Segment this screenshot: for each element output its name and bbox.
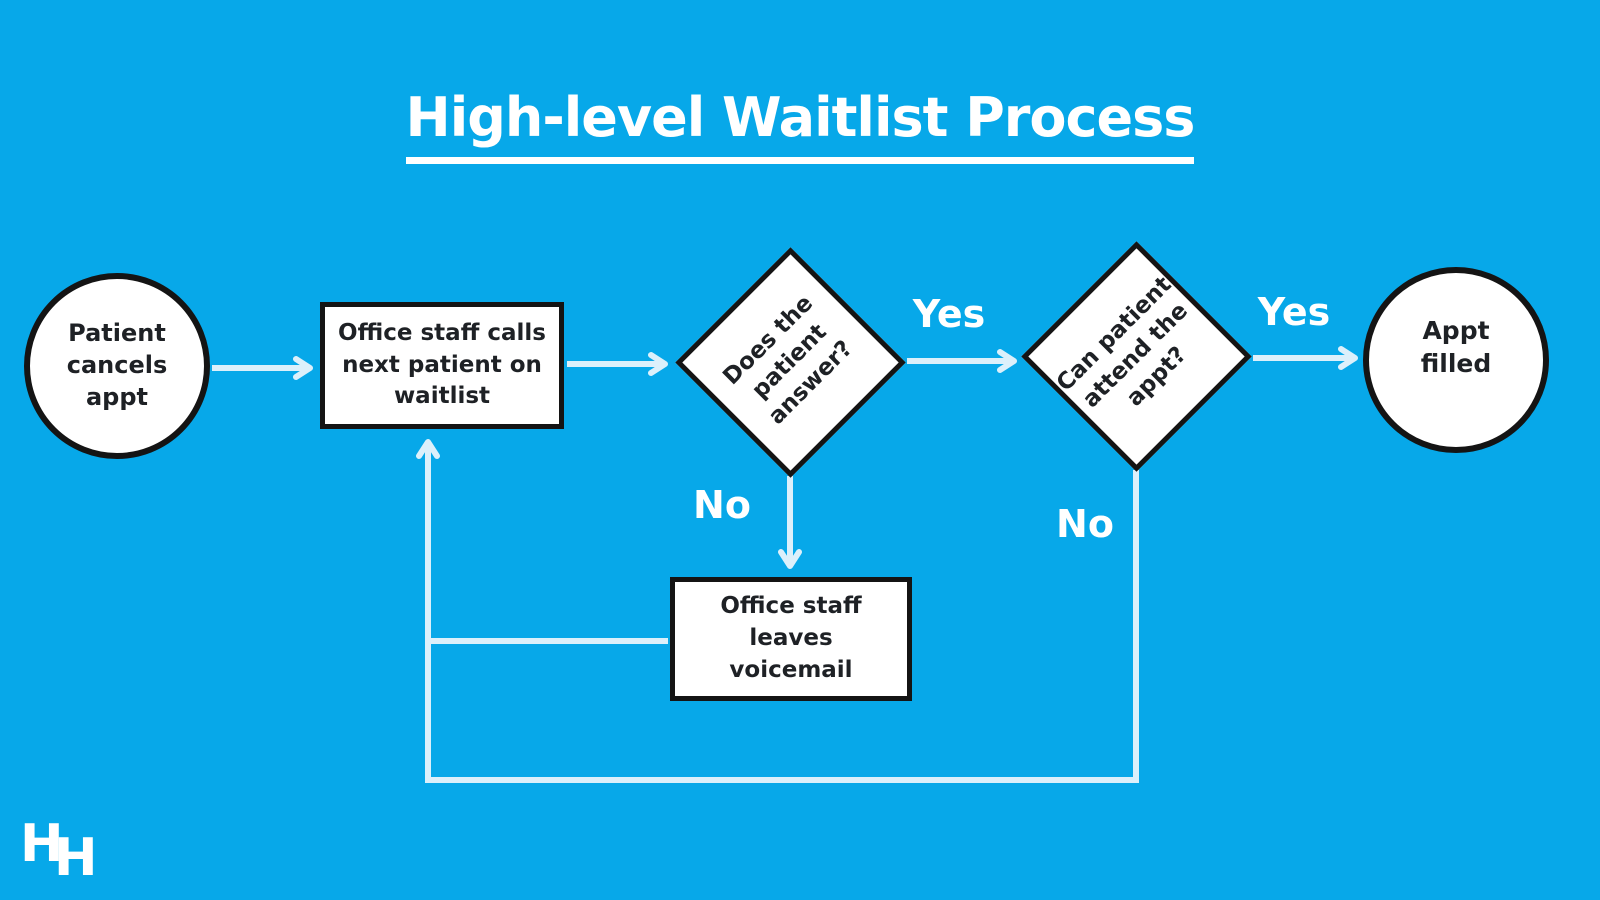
logo-letter-h2: H — [54, 828, 98, 888]
node-office-staff-leaves-voicemail: Office staff leaves voicemail — [670, 577, 912, 701]
node-patient-cancels-appt: Patient cancels appt — [24, 273, 210, 459]
edge-attend-no-loop-to-call — [416, 439, 1139, 783]
edge-label-can-attend-no: No — [1056, 502, 1114, 546]
edge-label-does-answer-no: No — [693, 483, 751, 527]
node-office-staff-calls-next-patient: Office staff calls next patient on waitl… — [320, 302, 564, 429]
page-title: High-level Waitlist Process — [405, 86, 1195, 164]
edge-label-can-attend-yes: Yes — [1257, 290, 1331, 334]
node-appt-filled: Appt filled — [1363, 267, 1549, 453]
title-container: High-level Waitlist Process — [0, 86, 1600, 164]
edge-label-does-answer-yes: Yes — [912, 292, 986, 336]
logo-letter-h1: H — [20, 814, 64, 874]
